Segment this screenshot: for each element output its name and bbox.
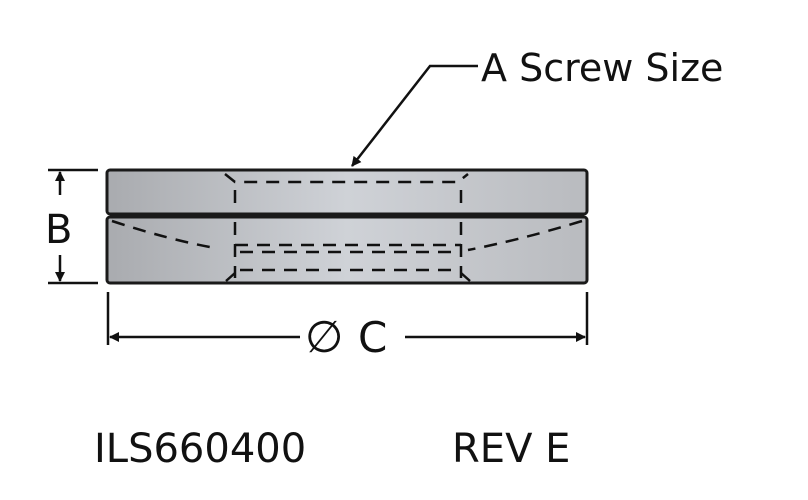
top-washer <box>105 168 589 216</box>
revision: REV E <box>452 426 570 472</box>
diameter-label: C <box>358 313 387 362</box>
diameter-symbol: ∅ <box>305 312 343 363</box>
height-label: B <box>45 207 72 253</box>
part-number: ILS660400 <box>94 426 306 472</box>
hidden-lines <box>111 173 583 282</box>
bottom-washer <box>105 215 589 285</box>
diameter-dimension <box>106 292 589 345</box>
height-dimension <box>48 168 98 285</box>
screw-size-label: A Screw Size <box>481 46 723 90</box>
screw-size-leader <box>351 64 478 167</box>
